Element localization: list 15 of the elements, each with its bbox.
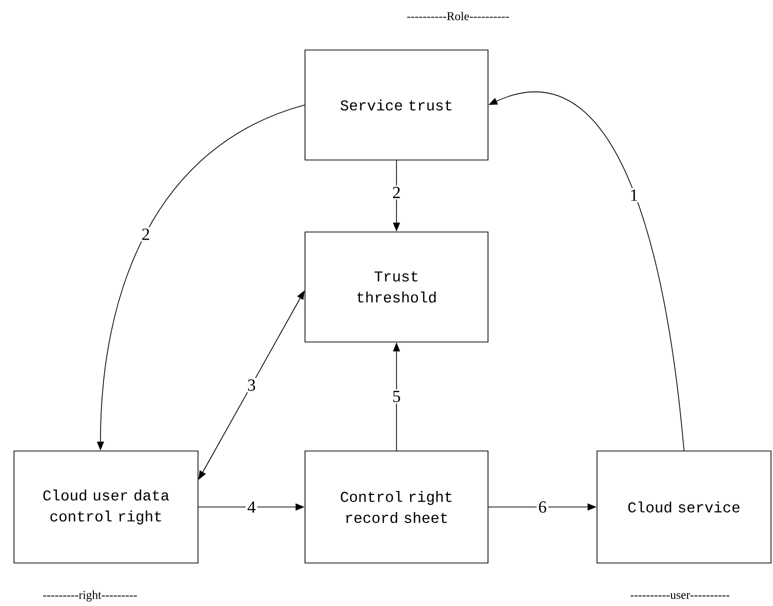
edge-label: 6	[536, 500, 548, 514]
role-label: ----------Role----------	[407, 12, 509, 20]
process-box: Cloud user data control right	[14, 450, 198, 564]
edge-label: 3	[246, 378, 258, 392]
edge-label: 2	[390, 185, 402, 200]
edge-label: 5	[390, 389, 402, 404]
edge-label: 4	[246, 500, 258, 514]
edge-label: 1	[628, 188, 640, 202]
process-box: Control right record sheet	[304, 450, 488, 564]
process-box: Service trust	[304, 50, 488, 160]
role-label: ----------user----------	[630, 593, 730, 599]
edge-label: 2	[140, 227, 152, 242]
process-box: Trust threshold	[304, 232, 488, 342]
process-box: Cloud service	[596, 450, 772, 564]
role-label: ---------right---------	[43, 590, 137, 602]
